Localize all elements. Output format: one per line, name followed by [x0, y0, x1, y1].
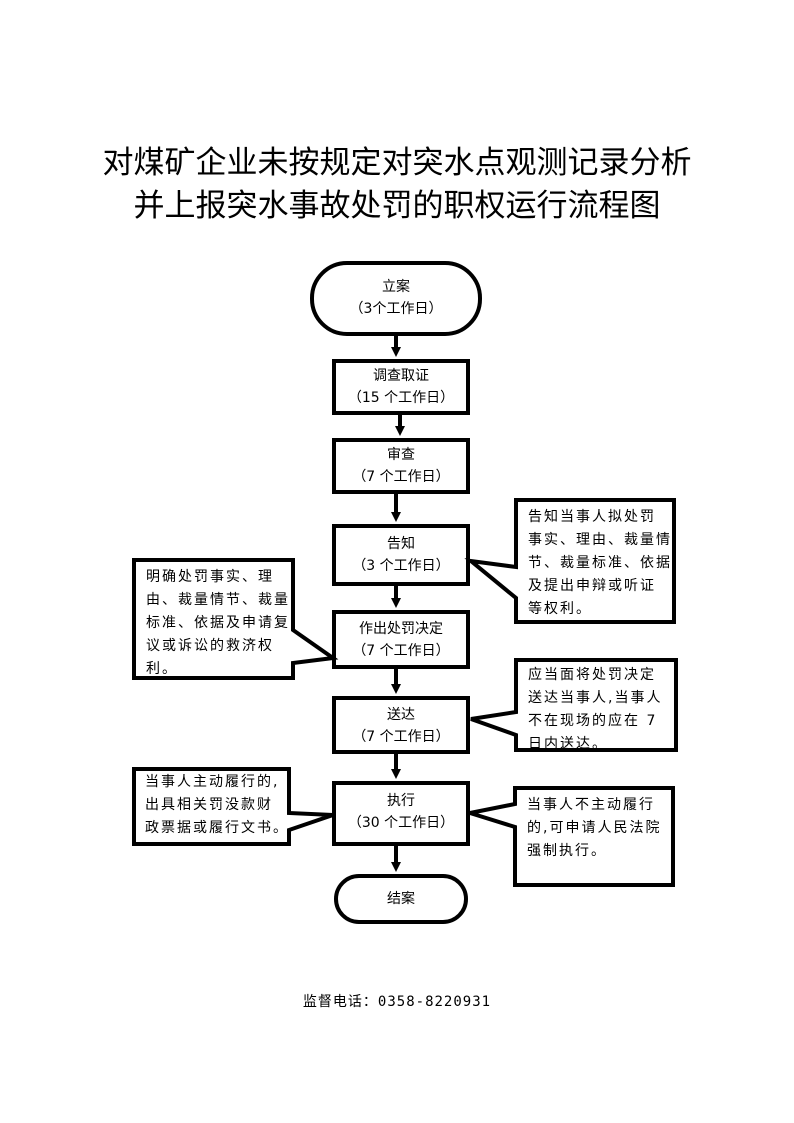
node-review — [332, 438, 470, 494]
node-notify — [332, 524, 470, 586]
note-line: 强制执行。 — [527, 843, 607, 859]
node-investigate-label: 调查取证 （15 个工作日） — [334, 365, 468, 409]
step-name: 审查 — [387, 447, 415, 463]
step-duration: （3 个工作日） — [352, 558, 450, 574]
note-line: 日内送达。 — [528, 736, 608, 752]
note-line: 送达当事人,当事人 — [528, 690, 663, 706]
note-deliver-text: 应当面将处罚决定 送达当事人,当事人 不在现场的应在 7 日内送达。 — [528, 664, 674, 756]
note-decision-text: 明确处罚事实、理 由、裁量情节、裁量 标准、依据及申请复 议或诉讼的救济权 利。 — [146, 566, 292, 681]
note-line: 应当面将处罚决定 — [528, 667, 656, 683]
note-line: 当事人主动履行的, — [145, 774, 280, 790]
note-line: 标准、依据及申请复 — [146, 615, 290, 631]
chart-title-line-2: 并上报突水事故处罚的职权运行流程图 — [133, 188, 661, 224]
note-line: 明确处罚事实、理 — [146, 569, 274, 585]
node-execute-label: 执行 （30 个工作日） — [334, 790, 468, 834]
note-line: 及提出申辩或听证 — [528, 578, 656, 594]
hotline-label: 监督电话： — [302, 994, 378, 1010]
step-name: 告知 — [387, 536, 415, 552]
step-name: 结案 — [387, 891, 415, 907]
step-name: 执行 — [387, 793, 415, 809]
step-name: 调查取证 — [373, 368, 429, 384]
node-deliver-label: 送达 （7 个工作日） — [334, 704, 468, 748]
callout-notify — [464, 498, 676, 624]
note-line: 利。 — [146, 661, 178, 677]
supervision-hotline: 监督电话：0358-8220931 — [0, 991, 794, 1011]
node-execute — [332, 781, 470, 846]
note-execute-forced-text: 当事人不主动履行 的,可申请人民法院 强制执行。 — [527, 794, 673, 863]
step-name: 立案 — [382, 279, 410, 295]
step-duration: （7 个工作日） — [352, 729, 450, 745]
chart-title-line-1: 对煤矿企业未按规定对突水点观测记录分析 — [102, 145, 692, 181]
callout-decision — [132, 558, 339, 680]
node-end-terminal — [334, 874, 468, 924]
step-duration: （30 个工作日） — [347, 815, 455, 831]
note-notify-text: 告知当事人拟处罚 事实、理由、裁量情 节、裁量标准、依据 及提出申辩或听证 等权… — [528, 506, 672, 621]
step-name: 送达 — [387, 707, 415, 723]
node-decision — [332, 610, 470, 669]
step-duration: （3个工作日） — [349, 301, 443, 317]
step-duration: （7 个工作日） — [352, 643, 450, 659]
callout-deliver — [470, 658, 678, 752]
hotline-number: 0358-8220931 — [377, 994, 492, 1010]
note-line: 由、裁量情节、裁量 — [146, 592, 290, 608]
note-line: 事实、理由、裁量情 — [528, 532, 672, 548]
node-start-terminal — [310, 261, 482, 336]
node-end-label: 结案 — [336, 888, 466, 910]
note-line: 节、裁量标准、依据 — [528, 555, 672, 571]
note-line: 当事人不主动履行 — [527, 797, 655, 813]
step-duration: （7 个工作日） — [352, 469, 450, 485]
note-line: 出具相关罚没款财 — [145, 797, 273, 813]
node-decision-label: 作出处罚决定 （7 个工作日） — [334, 618, 468, 662]
callout-execute-forced — [469, 786, 675, 887]
node-investigate — [332, 359, 470, 415]
note-line: 政票据或履行文书。 — [145, 820, 289, 836]
note-line: 不在现场的应在 7 — [528, 713, 658, 729]
node-notify-label: 告知 （3 个工作日） — [334, 533, 468, 577]
note-line: 的,可申请人民法院 — [527, 820, 662, 836]
step-duration: （15 个工作日） — [347, 390, 455, 406]
note-line: 议或诉讼的救济权 — [146, 638, 274, 654]
step-name: 作出处罚决定 — [359, 621, 443, 637]
note-line: 等权利。 — [528, 601, 592, 617]
node-start-label: 立案 （3个工作日） — [312, 276, 480, 320]
node-deliver — [332, 696, 470, 754]
note-line: 告知当事人拟处罚 — [528, 509, 656, 525]
node-review-label: 审查 （7 个工作日） — [334, 444, 468, 488]
callout-execute-voluntary — [132, 767, 334, 846]
note-execute-voluntary-text: 当事人主动履行的, 出具相关罚没款财 政票据或履行文书。 — [145, 771, 289, 840]
